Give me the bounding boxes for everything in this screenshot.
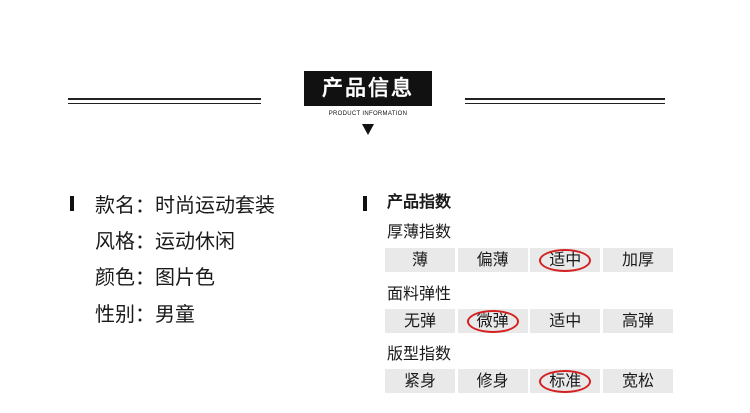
section-subtitle: PRODUCT INFORMATION	[328, 111, 408, 117]
header-rule-left-bottom	[68, 103, 261, 104]
group-label-elasticity: 面料弹性	[387, 284, 452, 303]
index-bar-marker	[363, 196, 367, 211]
attribute-gender: 性别：男童	[95, 302, 195, 326]
option-elasticity-slight-selected: 微弹	[457, 309, 528, 333]
option-thickness-thin: 薄	[385, 248, 455, 272]
attribute-color: 颜色：图片色	[95, 265, 215, 289]
attribute-name: 款名：时尚运动套装	[95, 193, 275, 217]
option-fit-slim: 修身	[457, 369, 528, 393]
options-fit: 紧身 修身 标准 宽松	[385, 369, 673, 393]
header-rule-left-top	[68, 98, 261, 100]
option-elasticity-medium: 适中	[530, 309, 601, 333]
option-thickness-medium-selected: 适中	[530, 248, 601, 272]
attribute-style: 风格：运动休闲	[95, 229, 235, 253]
header-rule-right-top	[465, 98, 665, 100]
group-label-thickness: 厚薄指数	[387, 222, 452, 241]
option-elasticity-none: 无弹	[385, 309, 455, 333]
option-thickness-slightly-thin: 偏薄	[457, 248, 528, 272]
section-title: 产品信息	[304, 71, 432, 106]
option-thickness-thick: 加厚	[602, 248, 673, 272]
index-title: 产品指数	[387, 192, 452, 211]
options-thickness: 薄 偏薄 适中 加厚	[385, 248, 673, 272]
option-fit-tight: 紧身	[385, 369, 455, 393]
down-arrow-icon	[362, 124, 374, 135]
options-elasticity: 无弹 微弹 适中 高弹	[385, 309, 673, 333]
option-fit-loose: 宽松	[602, 369, 673, 393]
header-rule-right-bottom	[465, 103, 665, 104]
group-label-fit: 版型指数	[387, 344, 452, 363]
attributes-bar-marker	[70, 196, 74, 211]
option-elasticity-high: 高弹	[602, 309, 673, 333]
option-fit-standard-selected: 标准	[530, 369, 601, 393]
